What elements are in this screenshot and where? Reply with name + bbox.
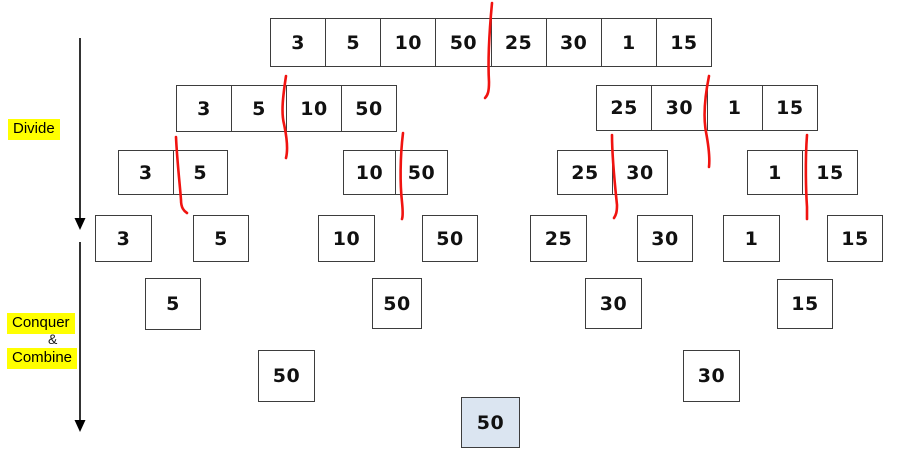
conquer-label-text: Conquer	[7, 313, 75, 334]
array-cell: 10	[286, 86, 341, 131]
array-cell: 10	[380, 19, 435, 66]
array-cell: 5	[166, 293, 180, 315]
array-cell: 25	[610, 97, 638, 119]
array-cell: 3	[291, 31, 305, 54]
array-cell: 30	[545, 19, 601, 66]
array-cell: 25	[490, 19, 546, 66]
array-cell: 15	[841, 227, 869, 250]
array-cell: 5	[172, 151, 228, 194]
array-cell: 50	[476, 411, 505, 434]
array-cell: 50	[436, 227, 464, 250]
combine-label: Combine	[7, 348, 78, 369]
combine1-30: 30	[585, 278, 642, 329]
array-cell: 15	[802, 151, 857, 194]
array-cell: 1	[706, 86, 762, 130]
combine2-30: 30	[683, 350, 740, 402]
leaf-1: 1	[723, 215, 780, 262]
combine1-15: 15	[777, 279, 833, 329]
array-cell: 50	[435, 19, 490, 66]
leaf-25: 25	[530, 215, 587, 262]
leaf-3: 3	[95, 215, 152, 262]
array-cell: 1	[600, 19, 656, 66]
array-cell: 15	[655, 19, 711, 66]
array-cell: 10	[355, 161, 384, 184]
combine2-50: 50	[258, 350, 315, 402]
array-cell: 50	[383, 292, 411, 315]
divide-label: Divide	[8, 119, 60, 140]
result-50: 50	[461, 397, 520, 448]
combine1-50: 50	[372, 278, 422, 329]
leaf-50: 50	[422, 215, 478, 262]
conquer-combine-arrow	[74, 242, 86, 432]
array-cell: 3	[116, 227, 131, 250]
array-cell: 30	[697, 365, 726, 387]
leaf-10: 10	[318, 215, 375, 262]
array-cell: 1	[768, 161, 782, 184]
array-cell: 30	[651, 227, 679, 250]
array-cell: 50	[272, 365, 301, 387]
divide-label-text: Divide	[8, 119, 60, 140]
leaf-5: 5	[193, 215, 249, 262]
level2-pair-1-15: 1 15	[747, 150, 858, 195]
level2-pair-10-50: 10 50	[343, 150, 448, 195]
combine1-5: 5	[145, 278, 201, 330]
array-cell: 5	[214, 227, 228, 250]
combine-label-text: Combine	[7, 348, 78, 369]
array-cell: 30	[651, 86, 706, 130]
array-cell: 3	[138, 161, 153, 184]
array-cell: 50	[395, 151, 447, 194]
array-cell: 1	[744, 227, 759, 250]
level2-pair-25-30: 25 30	[557, 150, 668, 195]
array-cell: 15	[791, 293, 819, 315]
array-cell: 30	[599, 292, 628, 315]
divide-arrow	[74, 38, 86, 230]
leaf-15: 15	[827, 215, 883, 262]
array-cell: 25	[544, 227, 573, 250]
array-cell: 3	[197, 97, 211, 120]
leaf-30: 30	[637, 215, 693, 262]
array-cell: 5	[325, 19, 380, 66]
array-cell: 5	[231, 86, 286, 131]
ampersand-label: &	[48, 331, 58, 347]
array-cell: 10	[332, 227, 361, 250]
array-cell: 50	[341, 86, 396, 131]
conquer-label: Conquer	[7, 313, 75, 334]
array-cell: 25	[571, 161, 599, 184]
array-cell: 30	[612, 151, 667, 194]
array-cell: 15	[761, 86, 817, 130]
